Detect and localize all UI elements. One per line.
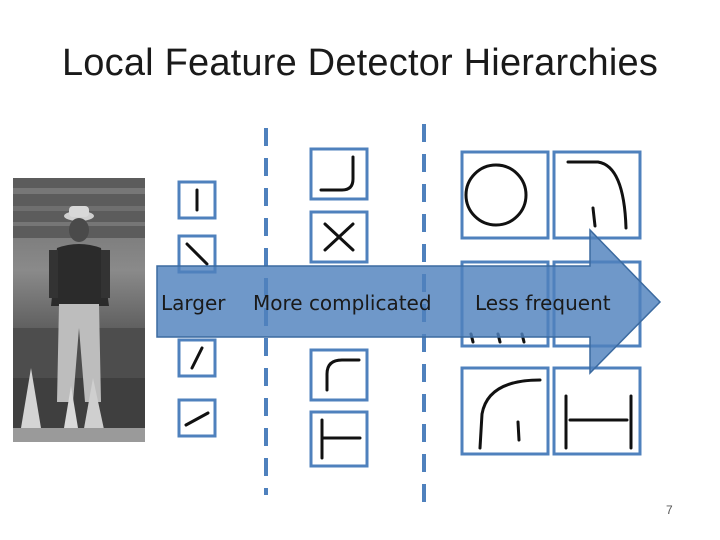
person-photo [13, 178, 145, 442]
page-number: 7 [666, 503, 673, 517]
arrow-label-less-frequent: Less frequent [475, 291, 611, 315]
level2-box-cross [309, 210, 369, 264]
arrow-label-larger: Larger [161, 291, 226, 315]
level3-box-h-shape [552, 366, 642, 456]
slide-title: Local Feature Detector Hierarchies [61, 42, 659, 84]
level2-box-curve [309, 348, 369, 402]
arrow-label-more-complicated: More complicated [253, 291, 432, 315]
level3-box-corner [460, 366, 550, 456]
level1-box-slant [177, 338, 217, 378]
